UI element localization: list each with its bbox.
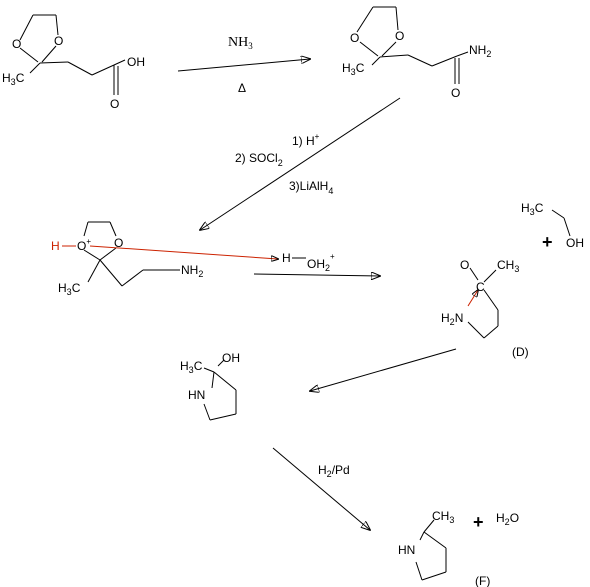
reagent-h2pd: H2/Pd [318, 463, 350, 479]
arrow-step-3 [253, 274, 380, 276]
methyl-h3c: H3C [180, 359, 203, 375]
reagent-heat: Δ [238, 81, 246, 95]
methyl-h3c: H3C [342, 61, 365, 77]
reagent-nh3: NH3 [228, 35, 253, 51]
molecule-protonated-aminoketal: H O+ O H3C NH2 H OH2+ [51, 221, 335, 297]
hydronium-oh2: OH2+ [307, 252, 335, 273]
molecule-f-methylpyrrolidine: CH3 HN (F) [398, 509, 490, 587]
ring-oxygen: O [114, 236, 123, 250]
oxonium-oxygen: O+ [77, 237, 91, 253]
molecule-ethanol: H3C OH + [521, 201, 584, 252]
label-d: (D) [512, 345, 529, 359]
label-f: (F) [475, 574, 490, 587]
hydroxyl-oh: OH [222, 351, 240, 365]
reagent-socl2: 2) SOCl2 [235, 151, 283, 168]
water: H2O [496, 511, 519, 527]
amine-h2n: H2N [441, 311, 463, 327]
methyl-ch3: CH3 [497, 258, 519, 274]
molecule-ketal-amide: O O H3C NH2 O [342, 6, 491, 100]
arrow-step-1: NH3 Δ [177, 35, 310, 95]
methyl-ch3: CH3 [432, 509, 454, 525]
arrow-step-5: H2/Pd [272, 447, 370, 530]
methyl-h3c: H3C [2, 71, 25, 87]
ring-nh: HN [188, 388, 205, 402]
carbonyl-oxygen: O [110, 97, 119, 111]
ethanol-h3c: H3C [521, 201, 544, 217]
amine-nh2: NH2 [181, 263, 203, 279]
plus-sign-1: + [542, 232, 553, 252]
ring-oxygen-2: O [395, 29, 404, 43]
carbonyl-carbon: C [476, 280, 485, 294]
methyl-h3c: H3C [58, 281, 81, 297]
ring-oxygen-1: O [12, 37, 21, 51]
carbonyl-oxygen: O [451, 86, 460, 100]
ring-oxygen-1: O [350, 31, 359, 45]
ethanol-oh: OH [566, 236, 584, 250]
molecule-ketal-acid: O O H3C OH O [2, 14, 145, 111]
reagent-lialh4: 3)LiAlH4 [289, 179, 333, 196]
molecule-carbinolamine: H3C OH HN [180, 351, 240, 421]
acidic-hydrogen: H [51, 239, 60, 253]
ring-nh: HN [398, 543, 415, 557]
plus-sign-2: + [473, 512, 484, 532]
arrow-step-2: 1) H+ 2) SOCl2 3)LiAlH4 [200, 97, 401, 230]
hydronium-h: H [282, 251, 291, 265]
reagent-acid: 1) H+ [292, 132, 320, 148]
molecule-d-aminoketone: O C CH3 H2N (D) [441, 258, 529, 359]
ketone-oxygen: O [460, 258, 469, 272]
arrow-step-4 [310, 348, 457, 391]
acid-oh: OH [127, 55, 145, 69]
amide-nh2: NH2 [469, 43, 491, 59]
ring-oxygen-2: O [54, 34, 63, 48]
molecule-water: + H2O [473, 511, 519, 532]
